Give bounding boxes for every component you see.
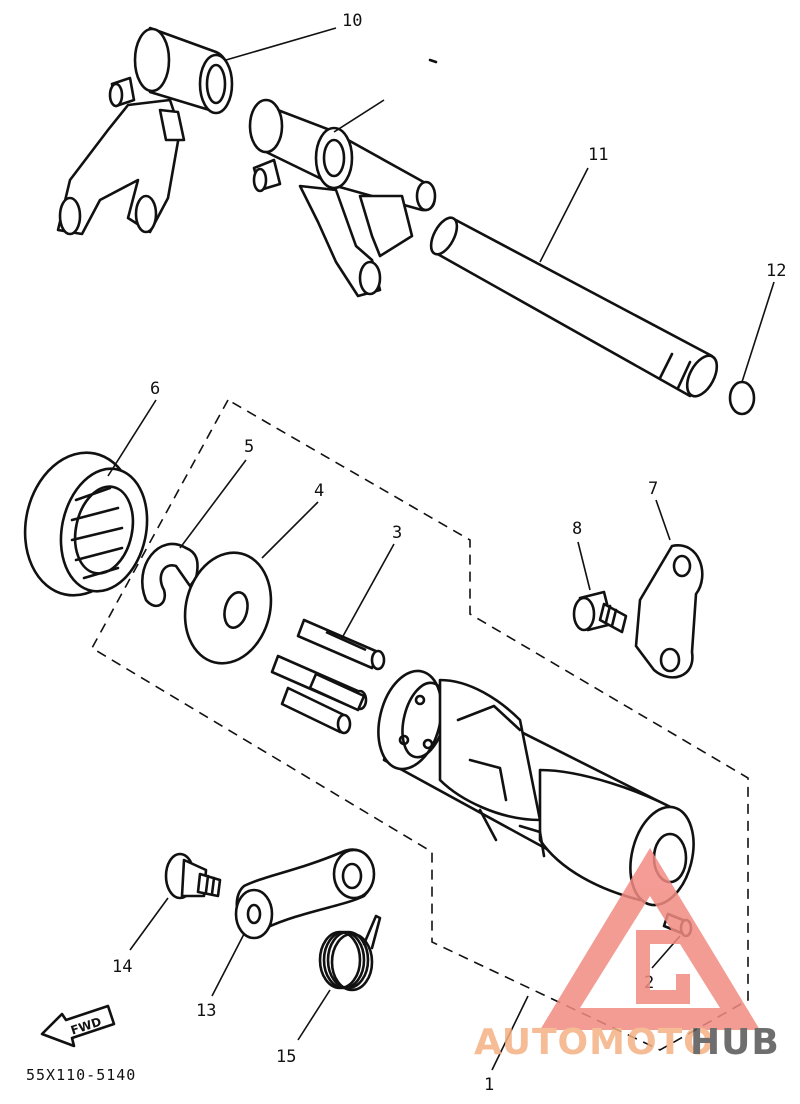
bolt-8 (572, 590, 628, 634)
automotohub-watermark: AUTOMOTO HUB (474, 848, 780, 1063)
diagram-code: 55X110-5140 (26, 1066, 136, 1084)
guide-bar-11 (429, 216, 719, 398)
fwd-arrow: FWD (40, 1004, 116, 1048)
label-13: 13 (196, 1001, 216, 1021)
label-14: 14 (112, 957, 132, 977)
label-7: 7 (648, 479, 658, 499)
label-1: 1 (484, 1075, 494, 1095)
label-3: 3 (392, 523, 402, 543)
stopper-plate-7 (634, 544, 704, 679)
bearing-6 (23, 451, 149, 597)
stopper-lever-13 (234, 848, 376, 940)
circlip-5 (140, 542, 199, 608)
label-8: 8 (572, 519, 582, 539)
shift-fork-10 (56, 26, 234, 236)
pins-3 (270, 618, 386, 735)
leader-lines (107, 27, 775, 1071)
shift-fork-center (248, 58, 438, 298)
label-5: 5 (244, 437, 254, 457)
callout-labels: 10 11 12 6 5 4 3 7 8 14 13 15 2 1 (112, 11, 786, 1095)
label-15: 15 (276, 1047, 296, 1067)
circlip-12 (728, 380, 756, 416)
bolt-14 (164, 852, 222, 900)
washer-4 (183, 551, 273, 665)
watermark-auto-text: AUTOMOTO (474, 1022, 715, 1063)
label-11: 11 (588, 145, 608, 165)
watermark-hub-text: HUB (690, 1022, 780, 1063)
label-4: 4 (314, 481, 324, 501)
label-10: 10 (342, 11, 362, 31)
watermark-triangle-logo (540, 848, 760, 1030)
label-12: 12 (766, 261, 786, 281)
torsion-spring-15 (318, 914, 382, 992)
label-6: 6 (150, 379, 160, 399)
